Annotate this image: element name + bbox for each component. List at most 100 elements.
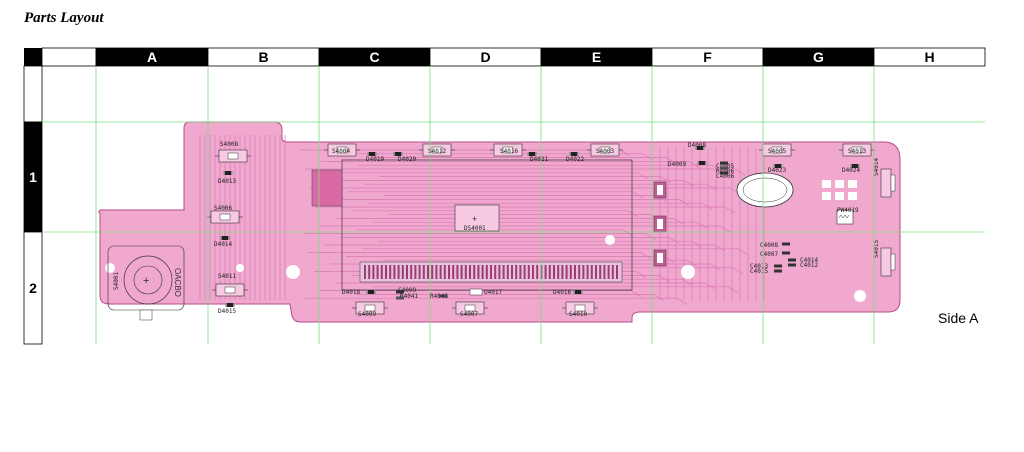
ref-label-s4001: S4001 [113, 272, 120, 290]
component-c4012: C4012 [788, 262, 818, 269]
col-label-c: C [369, 49, 379, 65]
mounting-hole [236, 264, 244, 272]
connector-pin [439, 265, 442, 279]
row-label-1: 1 [29, 169, 37, 185]
connector-pin [603, 265, 606, 279]
connector-pin [364, 265, 366, 279]
ref-label-r4041: R4041 [400, 293, 418, 300]
component-d4023: D4023 [768, 164, 786, 174]
ref-label-s4014: S4014 [873, 158, 880, 176]
ref-label-s4003: S4003 [596, 148, 614, 155]
knob-s4001-tab [139, 309, 153, 321]
connector-pin [578, 265, 581, 279]
connector-pin [485, 265, 488, 279]
mounting-hole [681, 265, 695, 279]
connector-pin [460, 265, 463, 279]
component-c4008: C4008 [760, 242, 790, 249]
seg-led-stack [653, 181, 667, 267]
connector-pin [385, 265, 387, 279]
connector-pin [540, 265, 543, 279]
knob-letters: OACBO [173, 268, 182, 297]
ref-label-pw4019: PW4019 [837, 207, 859, 214]
ref-label-c4012: C4012 [800, 262, 818, 269]
ref-label-d4015: D4015 [218, 308, 236, 315]
badge-label: 2 [271, 306, 276, 316]
connector-pin [586, 265, 589, 279]
ref-label-c4014: C4014 [800, 257, 818, 264]
component-s4005: S4005 [759, 143, 795, 157]
component-d4015: D4015 [218, 303, 236, 315]
knob-s4001-crosshair: + [143, 275, 149, 287]
connector-pin [448, 265, 450, 279]
ref-label-d4009: D4009 [668, 161, 686, 168]
connector-pin [452, 265, 455, 279]
ref-label-c4006: C4006 [716, 173, 734, 180]
connector-pin [481, 265, 484, 279]
trace [362, 248, 749, 256]
ref-label-s4007: S4007 [460, 311, 478, 318]
components-layer: S4008D4013S4006D4014S4011D4015S4001S4004… [113, 141, 896, 318]
ref-label-r4043: R4043 [430, 293, 448, 300]
row-label-2: 2 [29, 280, 37, 296]
connector-pin [464, 265, 467, 279]
connector-pin [527, 265, 530, 279]
component-pw4019: PW4019 [836, 207, 859, 225]
component-r4043: R4043 [430, 293, 448, 300]
component-d4022: D4022 [566, 152, 584, 163]
component-d4009: D4009 [668, 161, 707, 168]
connector-pin [397, 265, 400, 279]
connector-pin [536, 265, 539, 279]
connector-pin [414, 265, 417, 279]
ref-label-d4013: D4013 [218, 178, 236, 185]
row-header-band: 12 [23, 65, 43, 345]
ref-label-d4018: D4018 [342, 289, 360, 296]
ref-label-d4014: D4014 [214, 241, 232, 248]
ref-label-s4012: S4012 [428, 148, 446, 155]
ref-label-s4008: S4008 [220, 141, 238, 148]
pad-cluster [822, 180, 857, 200]
mounting-hole [854, 290, 866, 302]
ref-label-d4024: D4024 [842, 167, 860, 174]
component-s4011: S4011 [212, 273, 248, 297]
connector-pin [582, 265, 585, 279]
component-d4018: D4018 [342, 289, 376, 296]
component-c4006: C4006 [716, 171, 734, 180]
connector-pin [418, 265, 421, 279]
connector-pin [557, 265, 560, 279]
grid-lines [42, 66, 985, 344]
connector-pin [611, 265, 614, 279]
connector-pin [477, 265, 480, 279]
col-label-g: G [813, 49, 824, 65]
ref-label-c4008: C4008 [760, 242, 778, 249]
ref-label-d4008: D4008 [688, 142, 706, 149]
mounting-hole [105, 263, 115, 273]
mounting-hole [286, 265, 300, 279]
connector-pin [372, 265, 375, 279]
oval-cutout [736, 172, 794, 208]
connector-pin [590, 265, 593, 279]
connector-pin [406, 265, 408, 279]
page-title: Parts Layout [24, 10, 104, 26]
ref-label-s4015: S4015 [873, 240, 880, 258]
col-label-f: F [703, 49, 712, 65]
ref-label-d4020: D4020 [398, 156, 416, 163]
ref-label-s4010: S4010 [569, 311, 587, 318]
component-s4012: S4012 [419, 143, 455, 157]
component-c4009: C4009 [396, 287, 416, 294]
badge-box [267, 304, 280, 317]
connector-pin [511, 265, 513, 279]
trace [303, 297, 688, 305]
row-header-cell-2 [23, 231, 43, 345]
knob-s4001-inner [133, 265, 163, 295]
connector-pin [490, 265, 492, 279]
header-spacer [41, 47, 97, 67]
col-label-d: D [480, 49, 490, 65]
component-s4003: S4003 [587, 143, 623, 157]
row-header-spacer [23, 65, 43, 123]
connector-pin [393, 265, 396, 279]
connector-pin [553, 265, 555, 279]
trace [305, 168, 746, 176]
ref-label-s4009: S4009 [358, 311, 376, 318]
ref-label-d4016: D4016 [553, 289, 571, 296]
connector-pin [498, 265, 501, 279]
